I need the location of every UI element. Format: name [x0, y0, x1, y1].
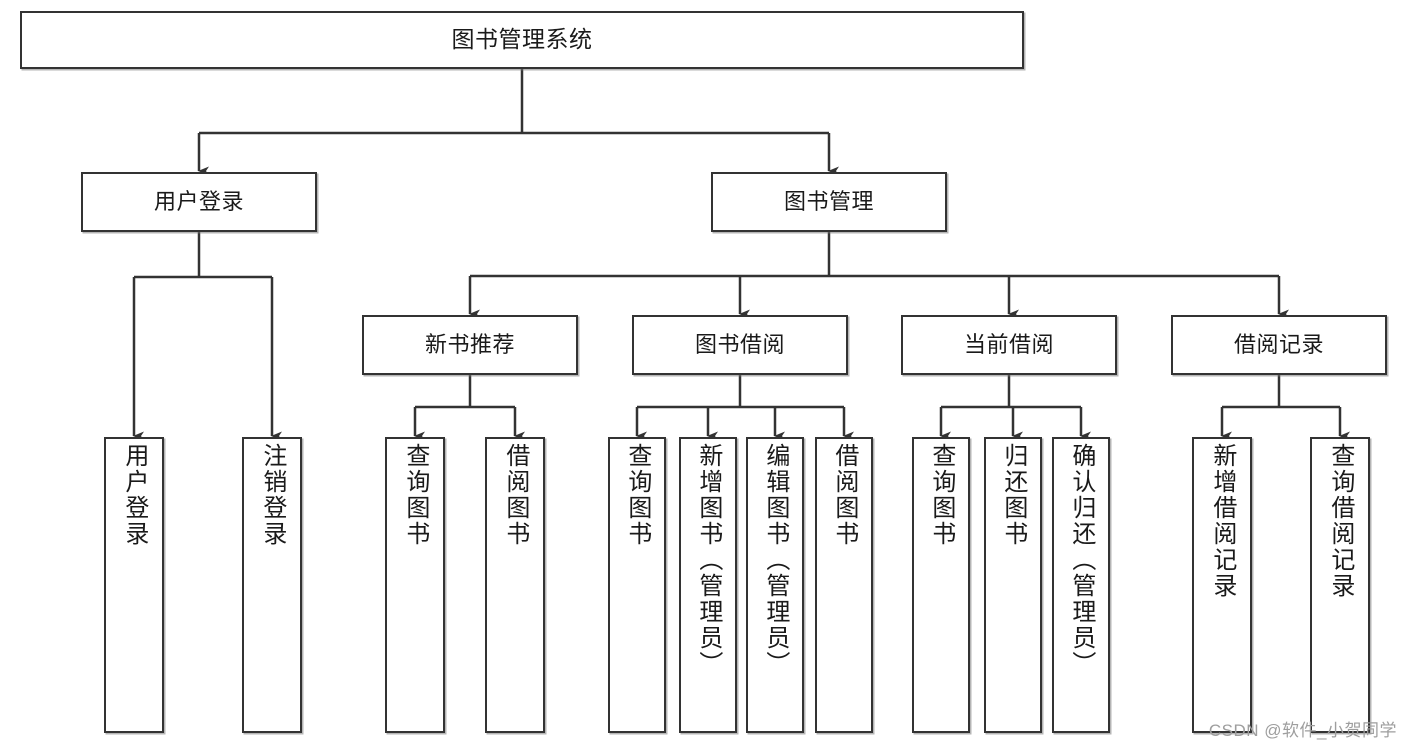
node-label-leaf-rec-query: 查询图书 [401, 443, 429, 547]
node-label-leaf-user-login: 用户登录 [120, 443, 148, 547]
node-label-new-book-rec: 新书推荐 [424, 331, 515, 357]
node-leaf-br-query[interactable]: 查询借阅记录 [1310, 437, 1370, 733]
node-label-root: 图书管理系统 [451, 26, 593, 53]
node-label-book-borrow: 图书借阅 [694, 331, 785, 357]
node-label-leaf-br-query: 查询借阅记录 [1326, 443, 1354, 599]
node-leaf-bb-add[interactable]: 新增图书（管理员） [679, 437, 737, 733]
node-label-leaf-user-logout: 注销登录 [258, 443, 286, 547]
node-book-manage[interactable]: 图书管理 [711, 172, 947, 232]
node-root[interactable]: 图书管理系统 [20, 11, 1024, 69]
node-leaf-bb-query[interactable]: 查询图书 [608, 437, 666, 733]
node-label-leaf-br-add: 新增借阅记录 [1208, 443, 1236, 599]
node-label-user-login: 用户登录 [153, 188, 244, 214]
node-label-leaf-cb-query: 查询图书 [927, 443, 955, 547]
node-book-borrow[interactable]: 图书借阅 [632, 315, 848, 375]
node-leaf-rec-query[interactable]: 查询图书 [385, 437, 445, 733]
connector-lines [132, 69, 1350, 441]
node-label-leaf-cb-confirm: 确认归还（管理员） [1067, 443, 1095, 677]
node-label-leaf-bb-borrow: 借阅图书 [830, 443, 858, 547]
node-leaf-cb-query[interactable]: 查询图书 [912, 437, 970, 733]
node-leaf-user-logout[interactable]: 注销登录 [242, 437, 302, 733]
node-leaf-cb-confirm[interactable]: 确认归还（管理员） [1052, 437, 1110, 733]
node-label-leaf-bb-add: 新增图书（管理员） [694, 443, 722, 677]
node-current-borrow[interactable]: 当前借阅 [901, 315, 1117, 375]
node-label-leaf-bb-edit: 编辑图书（管理员） [761, 443, 789, 677]
node-label-leaf-bb-query: 查询图书 [623, 443, 651, 547]
node-leaf-user-login[interactable]: 用户登录 [104, 437, 164, 733]
node-leaf-bb-borrow[interactable]: 借阅图书 [815, 437, 873, 733]
node-new-book-rec[interactable]: 新书推荐 [362, 315, 578, 375]
node-leaf-cb-return[interactable]: 归还图书 [984, 437, 1042, 733]
node-label-borrow-record: 借阅记录 [1233, 331, 1324, 357]
node-label-leaf-cb-return: 归还图书 [999, 443, 1027, 547]
watermark-text: CSDN @软件_小贺同学 [1208, 721, 1397, 740]
node-label-book-manage: 图书管理 [783, 188, 874, 214]
node-leaf-br-add[interactable]: 新增借阅记录 [1192, 437, 1252, 733]
node-user-login[interactable]: 用户登录 [81, 172, 317, 232]
node-label-current-borrow: 当前借阅 [963, 331, 1054, 357]
node-label-leaf-rec-borrow: 借阅图书 [501, 443, 529, 547]
node-leaf-bb-edit[interactable]: 编辑图书（管理员） [746, 437, 804, 733]
node-leaf-rec-borrow[interactable]: 借阅图书 [485, 437, 545, 733]
node-borrow-record[interactable]: 借阅记录 [1171, 315, 1387, 375]
